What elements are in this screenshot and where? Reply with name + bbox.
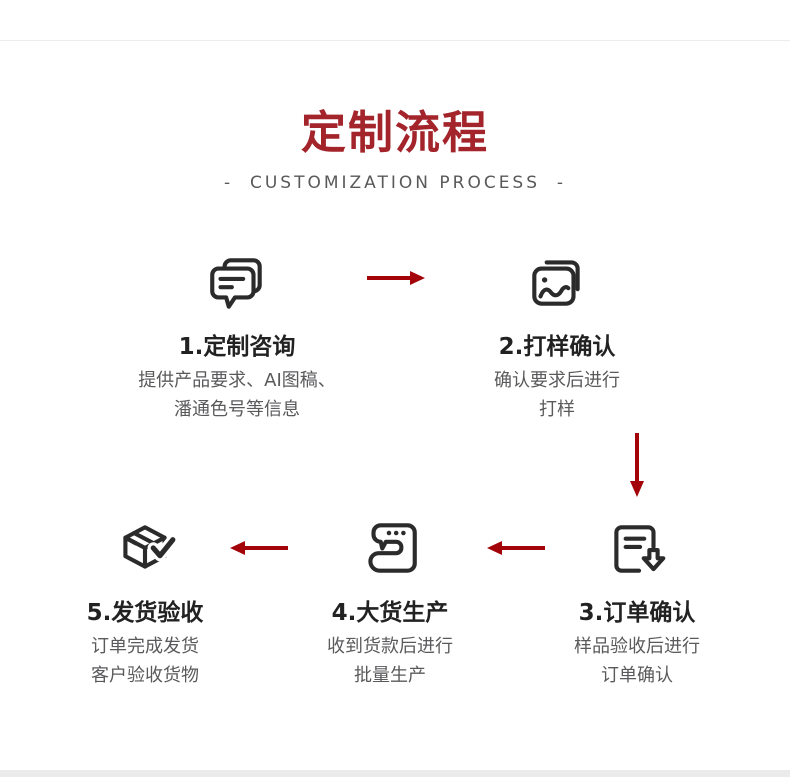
order-document-icon (497, 516, 777, 586)
bottom-band (0, 770, 790, 777)
sewing-machine-icon (250, 516, 530, 586)
chat-bubbles-icon (97, 250, 377, 320)
step-5-desc-line-1: 订单完成发货 (91, 636, 199, 657)
step-2-title: 2.打样确认 (498, 334, 616, 360)
step-4-desc-line-2: 批量生产 (354, 665, 426, 686)
step-2-desc-line-1: 确认要求后进行 (494, 370, 620, 391)
step-4-desc-line-1: 收到货款后进行 (327, 636, 453, 657)
step-3-title: 3.订单确认 (578, 600, 696, 626)
step-4-title: 4.大货生产 (331, 600, 449, 626)
step-2-sampling: 2.打样确认 确认要求后进行 打样 (417, 250, 697, 424)
top-divider (0, 40, 790, 41)
package-check-icon (5, 516, 285, 586)
step-1-desc-line-2: 潘通色号等信息 (174, 399, 300, 420)
step-3-desc-line-1: 样品验收后进行 (574, 636, 700, 657)
step-5-desc: 订单完成发货 客户验收货物 (5, 632, 285, 690)
step-3-order-confirm: 3.订单确认 样品验收后进行 订单确认 (497, 516, 777, 690)
arrow-left-icon (229, 539, 289, 557)
page-subtitle: - CUSTOMIZATION PROCESS - (224, 173, 566, 193)
page-title: 定制流程 (300, 106, 489, 159)
step-3-desc-line-2: 订单确认 (601, 665, 673, 686)
step-2-desc: 确认要求后进行 打样 (417, 366, 697, 424)
arrow-right-icon (366, 269, 426, 287)
step-5-desc-line-2: 客户验收货物 (91, 665, 199, 686)
step-5-delivery: 5.发货验收 订单完成发货 客户验收货物 (5, 516, 285, 690)
step-3-desc: 样品验收后进行 订单确认 (497, 632, 777, 690)
step-1-title: 1.定制咨询 (178, 334, 296, 360)
step-1-desc-line-1: 提供产品要求、AI图稿、 (138, 370, 336, 391)
step-2-desc-line-2: 打样 (539, 399, 575, 420)
arrow-down-icon (628, 432, 646, 498)
step-1-desc: 提供产品要求、AI图稿、 潘通色号等信息 (97, 366, 377, 424)
sample-photo-icon (417, 250, 697, 320)
arrow-left-icon (486, 539, 546, 557)
step-5-title: 5.发货验收 (86, 600, 204, 626)
step-1-consultation: 1.定制咨询 提供产品要求、AI图稿、 潘通色号等信息 (97, 250, 377, 424)
step-4-desc: 收到货款后进行 批量生产 (250, 632, 530, 690)
step-4-production: 4.大货生产 收到货款后进行 批量生产 (250, 516, 530, 690)
